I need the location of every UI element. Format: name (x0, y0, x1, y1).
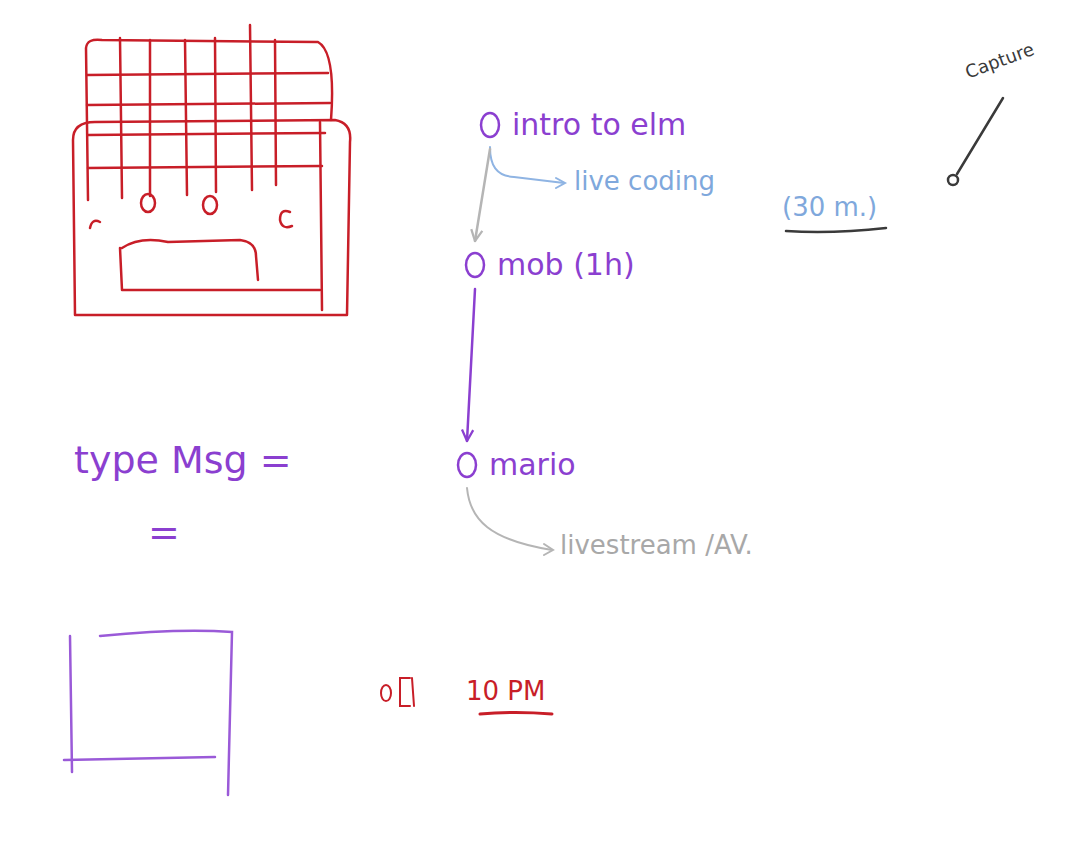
bullet-circle (478, 110, 502, 140)
item-title: intro to elm (512, 107, 686, 143)
device-divider (320, 122, 322, 310)
agenda-item: mob (1h) (461, 245, 637, 285)
code-note: = (148, 510, 180, 556)
bullet-outline (466, 253, 484, 277)
grid-columns (120, 25, 276, 198)
checkbox-sketch (381, 678, 414, 706)
bullet-circle (455, 450, 479, 480)
agenda-item: mario (453, 445, 578, 485)
button (203, 196, 217, 214)
frame-side (70, 636, 72, 772)
tray (120, 240, 320, 290)
hook-leader (490, 147, 564, 183)
agenda-item: intro to elm (476, 105, 688, 145)
item-title: mob (1h) (497, 247, 635, 283)
item-title: mario (489, 447, 576, 483)
pin-line (957, 98, 1003, 174)
sub-item: live coding (574, 166, 715, 197)
device-housing (73, 120, 350, 315)
flow-arrow (475, 149, 490, 241)
capture-note: Capture (962, 38, 1037, 83)
sub-item: livestream /AV. (560, 530, 753, 561)
hook-head (544, 544, 553, 555)
hook-leader (467, 488, 552, 550)
capture-pin (948, 98, 1003, 185)
duration: (30 m.) (782, 192, 877, 223)
bracket (412, 678, 414, 706)
bullet-outline (458, 453, 476, 477)
frame-top (100, 631, 232, 795)
device-drawing (73, 25, 350, 315)
pin-head (948, 175, 958, 185)
knob (90, 221, 100, 228)
frame-base (64, 757, 215, 760)
knob (280, 211, 292, 227)
hook-head (556, 178, 565, 188)
underline (786, 228, 886, 232)
time-note: 10 PM (466, 676, 545, 707)
grid-rows (87, 73, 330, 168)
flow-arrow (467, 289, 475, 441)
small-circle (381, 685, 391, 701)
blank-frame (64, 631, 232, 795)
button (141, 194, 155, 212)
underline (480, 713, 552, 715)
bracket (400, 678, 410, 706)
bullet-outline (481, 113, 499, 137)
bullet-circle (463, 250, 487, 280)
code-note: type Msg = (74, 438, 292, 484)
